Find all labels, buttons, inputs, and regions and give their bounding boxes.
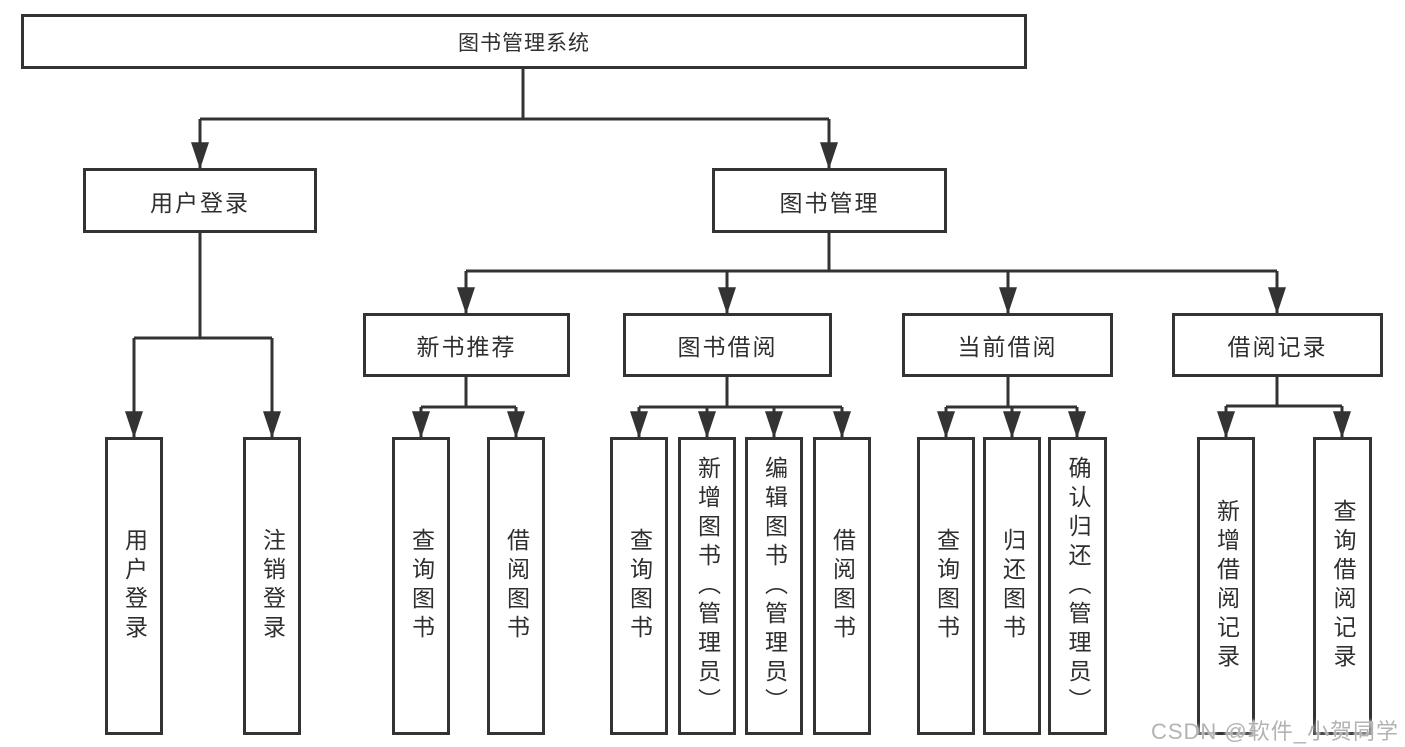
node-label: 新增借阅记录 — [1213, 499, 1240, 673]
node-label: 查询借阅记录 — [1330, 499, 1356, 673]
node-leaf-borrow-add-books-admin: 新增图书（管理员） — [678, 437, 736, 735]
node-label: 图书管理 — [779, 189, 880, 216]
node-leaf-borrow-borrow-books: 借阅图书 — [813, 437, 871, 735]
node-label: 当前借阅 — [957, 334, 1058, 360]
node-borrow-records: 借阅记录 — [1172, 313, 1383, 377]
node-label: 编辑图书（管理员） — [761, 455, 788, 717]
node-label: 借阅图书 — [829, 528, 856, 644]
node-leaf-user-login: 用户登录 — [105, 437, 163, 735]
node-book-management: 图书管理 — [712, 168, 947, 233]
node-new-book-recommend: 新书推荐 — [363, 313, 570, 377]
node-leaf-logout: 注销登录 — [243, 437, 301, 735]
node-root: 图书管理系统 — [21, 14, 1027, 69]
node-label: 图书借阅 — [677, 334, 778, 360]
node-current-borrow: 当前借阅 — [902, 313, 1113, 377]
watermark-text: CSDN @软件_小贺同学 — [1150, 719, 1399, 744]
node-label: 新增图书（管理员） — [694, 455, 721, 717]
node-leaf-records-query-record: 查询借阅记录 — [1313, 437, 1372, 735]
node-leaf-current-confirm-return-admin: 确认归还（管理员） — [1048, 437, 1107, 735]
node-leaf-records-add-record: 新增借阅记录 — [1197, 437, 1255, 735]
node-leaf-current-return-books: 归还图书 — [983, 437, 1041, 735]
node-label: 借阅记录 — [1227, 334, 1328, 360]
node-leaf-borrow-query-books: 查询图书 — [610, 437, 668, 735]
node-label: 用户登录 — [121, 528, 148, 644]
node-label: 确认归还（管理员） — [1065, 455, 1091, 717]
node-leaf-borrow-edit-books-admin: 编辑图书（管理员） — [745, 437, 803, 735]
node-label: 查询图书 — [626, 528, 653, 644]
node-label: 注销登录 — [259, 528, 286, 644]
node-leaf-current-query-books: 查询图书 — [917, 437, 975, 735]
node-label: 新书推荐 — [416, 334, 517, 360]
node-label: 查询图书 — [408, 528, 435, 644]
node-leaf-recommend-query-books: 查询图书 — [392, 437, 450, 735]
node-book-borrow: 图书借阅 — [623, 313, 832, 377]
node-label: 归还图书 — [999, 528, 1026, 644]
node-label: 图书管理系统 — [458, 31, 590, 55]
node-user-login: 用户登录 — [83, 168, 317, 233]
node-label: 查询图书 — [933, 528, 960, 644]
node-label: 借阅图书 — [503, 528, 530, 644]
node-label: 用户登录 — [150, 189, 250, 216]
node-leaf-recommend-borrow-books: 借阅图书 — [487, 437, 545, 735]
